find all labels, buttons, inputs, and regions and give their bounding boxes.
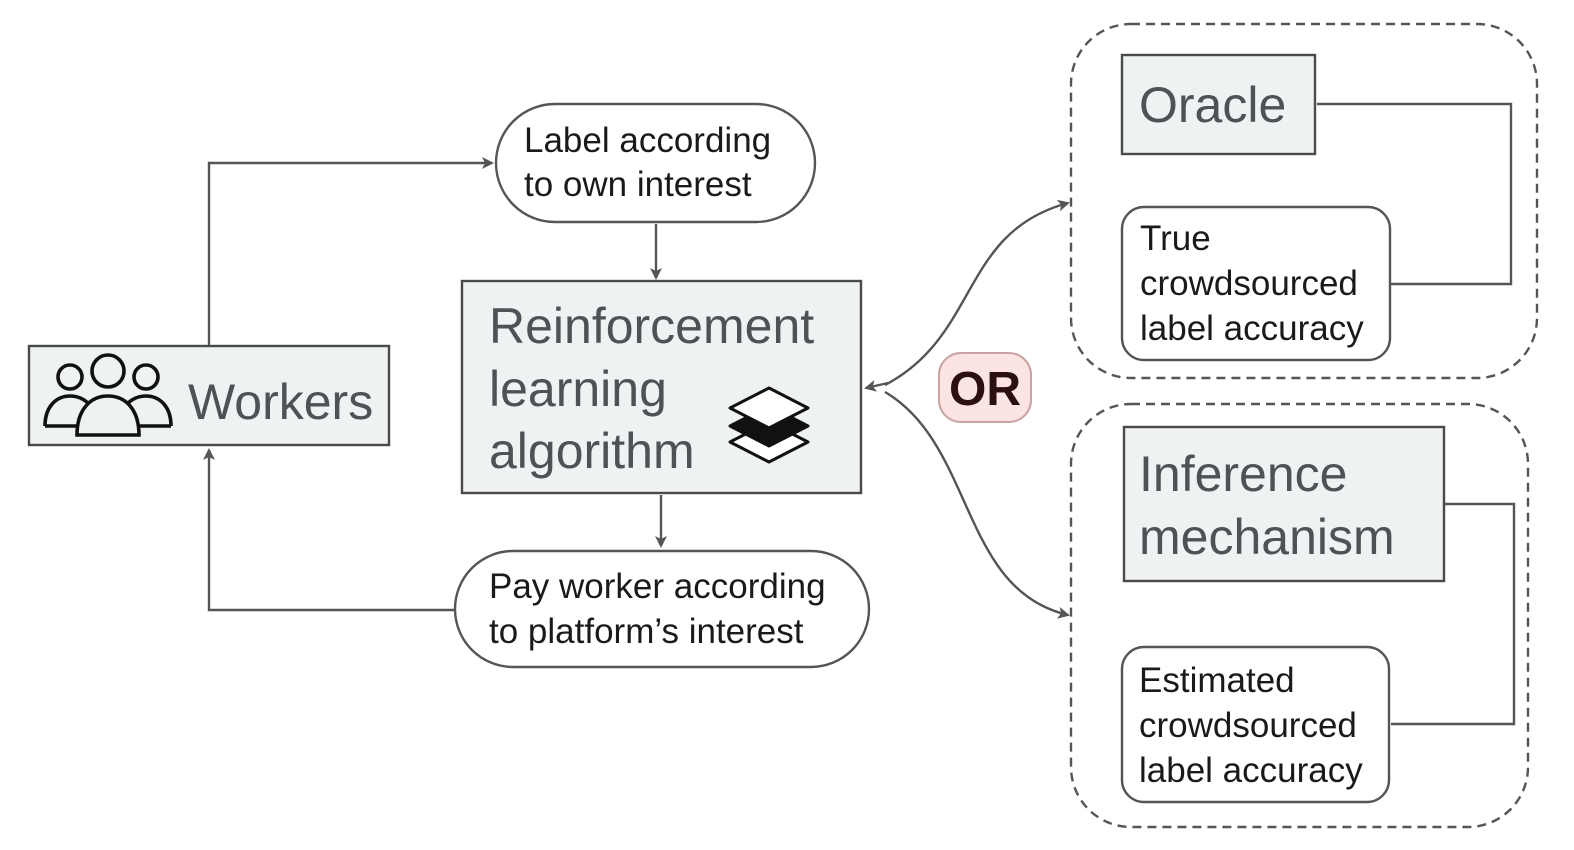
label-step-node: Label according to own interest	[494, 102, 817, 224]
inference-option-group: Inference mechanism Estimated crowdsourc…	[1069, 402, 1530, 829]
connectors	[203, 102, 1516, 726]
label-step-line-2: to own interest	[524, 165, 752, 204]
rl-line-2: learning	[489, 361, 667, 417]
rl-algorithm-node: Reinforcement learning algorithm	[460, 279, 863, 495]
bracket-oracle-truth	[1317, 102, 1513, 286]
or-badge: OR	[938, 352, 1032, 423]
workers-node: Workers	[27, 344, 391, 447]
inference-title-line-2: mechanism	[1139, 509, 1395, 565]
arrow-workers-to-label	[207, 157, 494, 346]
oracle-box	[1120, 53, 1317, 156]
arrow-oracle-into-rl	[864, 379, 889, 392]
estimated-accuracy-line-3: label accuracy	[1139, 751, 1363, 790]
workers-label: Workers	[188, 374, 373, 430]
arrow-inference-to-rl	[884, 390, 1070, 619]
pay-step-node: Pay worker according to platform’s inter…	[453, 549, 871, 669]
inference-title-line-1: Inference	[1139, 446, 1347, 502]
arrow-pay-to-workers	[203, 448, 455, 612]
estimated-accuracy-line-2: crowdsourced	[1139, 706, 1357, 745]
pay-step-line-2: to platform’s interest	[489, 612, 804, 651]
true-accuracy-line-3: label accuracy	[1140, 309, 1364, 348]
pay-step-line-1: Pay worker according	[489, 567, 826, 606]
people-group-icon	[43, 353, 173, 437]
or-label: OR	[949, 363, 1021, 416]
inference-box	[1122, 425, 1446, 583]
oracle-option-group: Oracle True crowdsourced label accuracy	[1069, 22, 1539, 380]
label-step-line-1: Label according	[524, 121, 771, 160]
true-accuracy-line-1: True	[1140, 219, 1211, 258]
layers-stack-icon	[728, 386, 810, 464]
arrow-oracle-to-rl	[884, 199, 1070, 387]
bracket-inference-estimate	[1391, 502, 1516, 726]
rl-line-1: Reinforcement	[489, 298, 814, 354]
estimated-accuracy-line-1: Estimated	[1139, 661, 1295, 700]
rl-line-3: algorithm	[489, 423, 695, 479]
true-accuracy-box	[1120, 205, 1392, 362]
true-accuracy-line-2: crowdsourced	[1140, 264, 1358, 303]
oracle-title: Oracle	[1139, 77, 1286, 133]
estimated-accuracy-box	[1120, 645, 1391, 804]
